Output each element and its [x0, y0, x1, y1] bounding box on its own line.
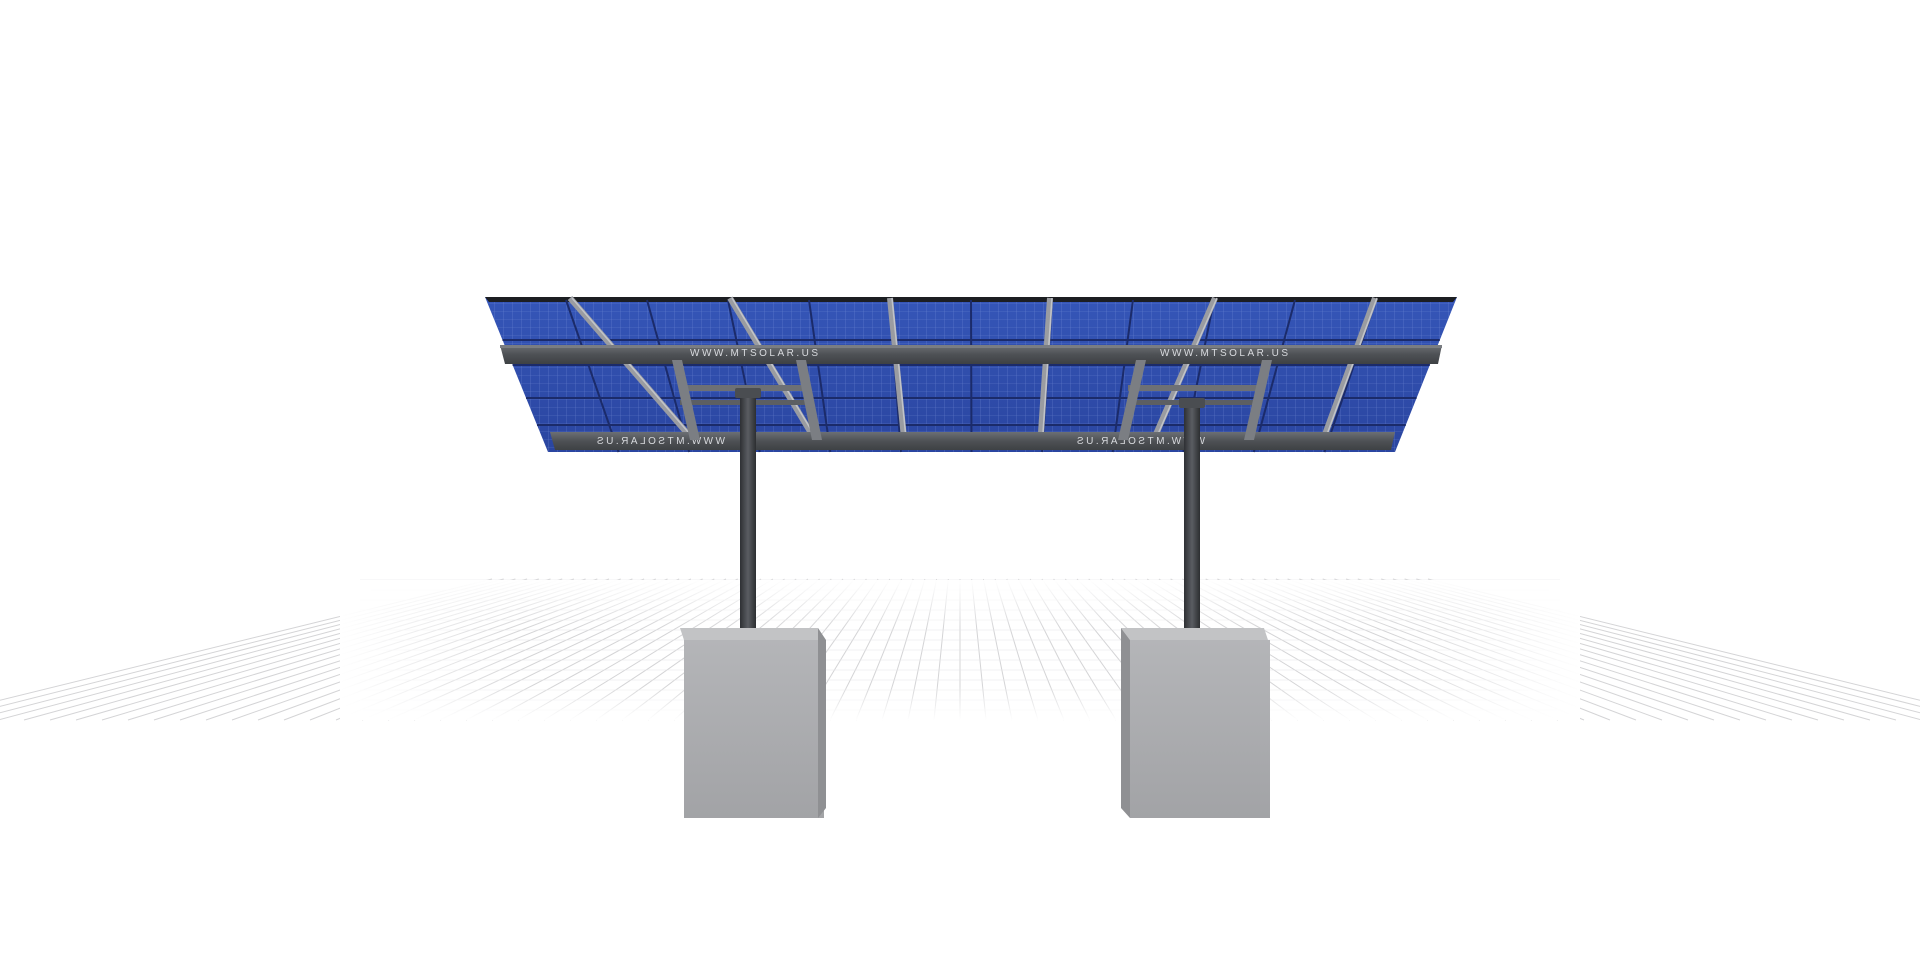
post-right: [1179, 398, 1205, 642]
purlin-highlight: [891, 297, 908, 449]
purlin-highlight: [731, 297, 823, 449]
front-rail-label-left: WWW.MTSOLAR.US: [690, 348, 821, 359]
concrete-footing-right: [1121, 628, 1270, 818]
purlin-highlight: [1151, 297, 1218, 449]
purlin-rails: [567, 296, 1378, 450]
panel-seam: [808, 299, 832, 453]
front-rail-label-right: WWW.MTSOLAR.US: [1160, 348, 1291, 359]
back-rail: WWW.MTSOLAR.US WWW.MTSOLAR.US: [550, 432, 1395, 450]
purlin-highlight: [571, 297, 703, 449]
panel-seam: [1252, 299, 1296, 453]
back-rail-label-right: WWW.MTSOLAR.US: [1074, 436, 1205, 447]
purlin: [887, 297, 908, 449]
purlin: [727, 296, 823, 450]
back-rail-label-left: WWW.MTSOLAR.US: [594, 436, 725, 447]
grid-fade-horizontal: [340, 580, 1580, 720]
post-left: [735, 388, 761, 642]
solar-panel-array: [485, 296, 1457, 453]
purlin: [1317, 296, 1378, 450]
purlin-highlight: [1321, 297, 1378, 449]
front-rail: WWW.MTSOLAR.US WWW.MTSOLAR.US: [500, 345, 1442, 364]
purlin-highlight: [1041, 297, 1053, 449]
panel-seam: [565, 299, 620, 453]
purlin: [1037, 297, 1053, 449]
purlin: [1147, 296, 1218, 450]
concrete-footing-left: [680, 628, 826, 818]
panel-seam: [1111, 299, 1134, 453]
purlin: [567, 296, 703, 450]
panel-seam: [970, 299, 973, 453]
